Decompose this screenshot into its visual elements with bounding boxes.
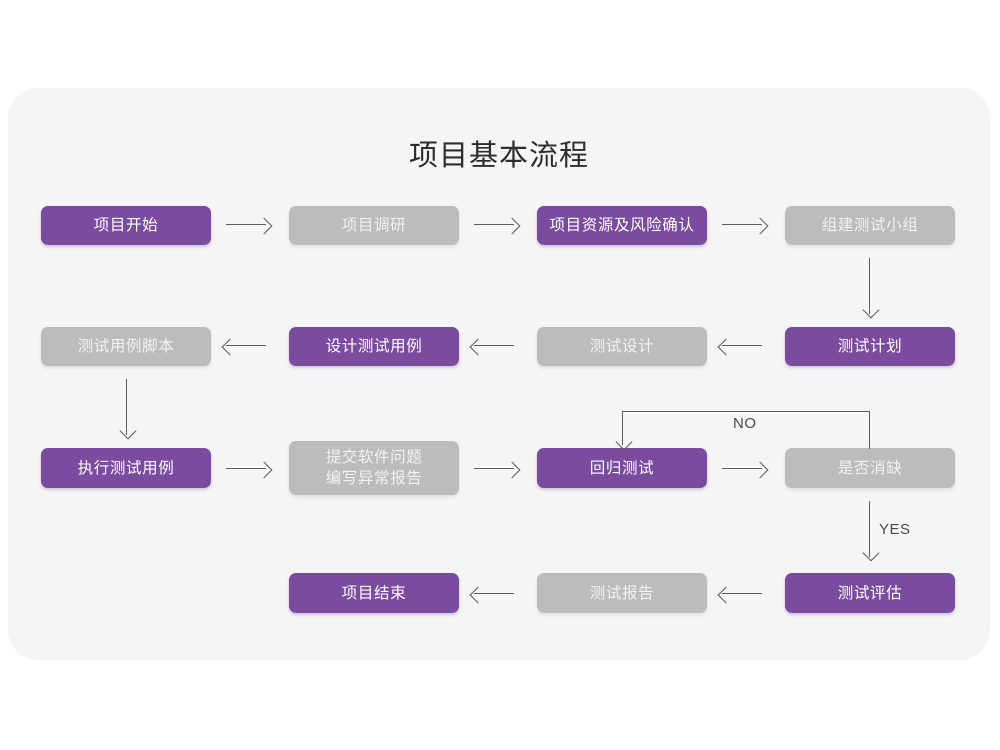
edge-label-yes: YES	[879, 521, 911, 538]
page-title: 项目基本流程	[408, 140, 589, 172]
node-build-test-team[interactable]: 组建测试小组	[785, 206, 955, 245]
edge-yes-line	[869, 501, 871, 557]
node-design-test-case[interactable]: 设计测试用例	[289, 327, 459, 366]
edge-n7-n8-line	[226, 345, 266, 347]
edge-n9-n10-line	[226, 468, 266, 470]
node-test-plan[interactable]: 测试计划	[785, 327, 955, 366]
edge-n6-n7-line	[474, 345, 514, 347]
edge-n14-n15-line	[474, 593, 514, 595]
node-project-end[interactable]: 项目结束	[289, 573, 459, 613]
node-test-report[interactable]: 测试报告	[537, 573, 707, 613]
diagram-card: 项目基本流程	[8, 88, 990, 660]
node-defect-resolved[interactable]: 是否消缺	[785, 448, 955, 488]
node-project-research[interactable]: 项目调研	[289, 206, 459, 245]
edge-n13-n14-line	[722, 593, 762, 595]
node-project-start[interactable]: 项目开始	[41, 206, 211, 245]
edge-no-segment-up	[869, 411, 871, 449]
edge-n4-n5-line	[869, 258, 871, 314]
edge-n11-n12-line	[722, 468, 762, 470]
node-regression-test[interactable]: 回归测试	[537, 448, 707, 488]
edge-n8-n9-line	[126, 379, 128, 435]
edge-n3-n4-line	[722, 224, 762, 226]
node-resource-risk-confirm[interactable]: 项目资源及风险确认	[537, 206, 707, 245]
edge-n2-n3-line	[474, 224, 514, 226]
edge-no-segment-left	[622, 411, 870, 413]
node-submit-issue-report[interactable]: 提交软件问题 编写异常报告	[289, 441, 459, 495]
edge-n1-n2-line	[226, 224, 266, 226]
edge-no-segment-down	[622, 411, 624, 445]
edge-n5-n6-line	[722, 345, 762, 347]
node-execute-test-case[interactable]: 执行测试用例	[41, 448, 211, 488]
node-test-case-script[interactable]: 测试用例脚本	[41, 327, 211, 366]
node-test-evaluation[interactable]: 测试评估	[785, 573, 955, 613]
node-test-design[interactable]: 测试设计	[537, 327, 707, 366]
edge-label-no: NO	[733, 415, 757, 432]
edge-n10-n11-line	[474, 468, 514, 470]
